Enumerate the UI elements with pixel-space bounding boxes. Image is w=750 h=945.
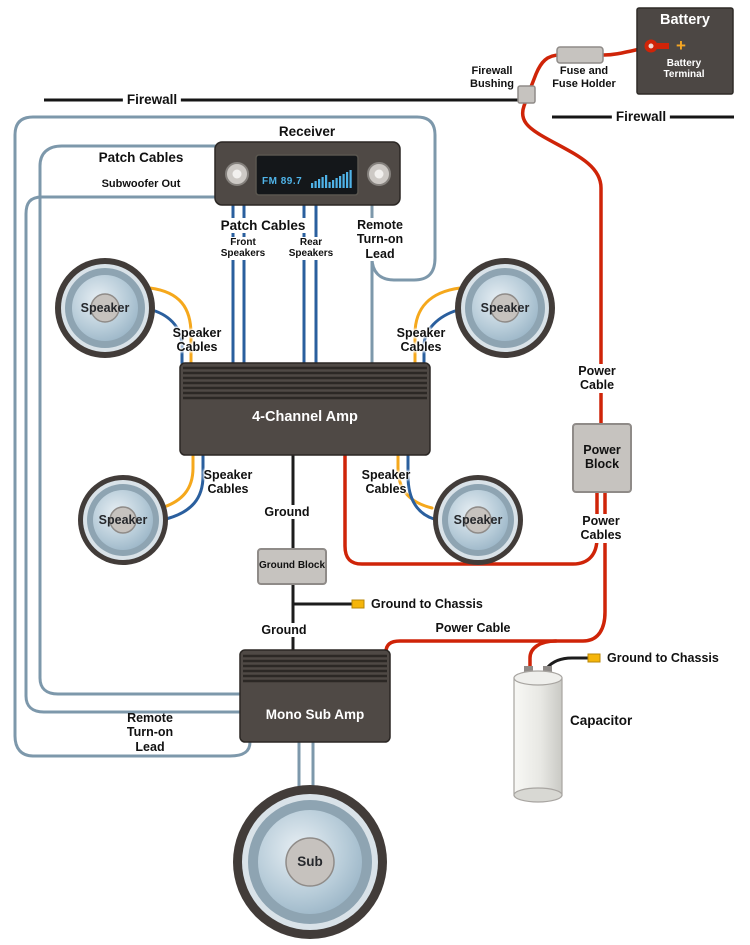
mono-sub-amp-label: Mono Sub Amp: [265, 707, 365, 722]
ground-label-top: Ground: [260, 505, 314, 520]
chassis-terminal-1: [351, 599, 365, 609]
receiver-unit: [214, 141, 401, 206]
speaker-top-left: [55, 258, 155, 358]
battery-plus-sign: +: [676, 36, 686, 55]
sub-label: Sub: [297, 854, 323, 869]
display-equalizer-bars: [311, 170, 352, 188]
patch-cables-main-label: Patch Cables: [216, 218, 310, 234]
firewall-bushing: [517, 85, 536, 104]
amp-heatsink-fins: [183, 366, 427, 400]
ground-block: [257, 548, 327, 585]
power-cable-wires: [343, 44, 653, 670]
remote-turn-on-lead-bottom-label: Remote Turn-on Lead: [126, 711, 174, 754]
amp-heatsink-fins: [243, 654, 387, 683]
speaker-top-right: [455, 258, 555, 358]
ground-wires: [291, 453, 590, 670]
firewall-right-label: Firewall: [611, 109, 671, 125]
power-block: [572, 423, 632, 493]
chassis-terminal-2: [587, 653, 601, 663]
speaker-bottom-left: [78, 475, 168, 565]
mono-sub-amp: [239, 649, 391, 743]
remote-turn-on-lead-top-label: Remote Turn-on Lead: [352, 218, 408, 261]
capacitor-cylinder: [513, 666, 563, 803]
fuse-holder-label: Fuse and Fuse Holder: [552, 65, 616, 90]
speaker-label-top-right: Speaker: [480, 301, 530, 315]
speaker-wires-yellow: [148, 286, 462, 510]
ground-block-label: Ground Block: [258, 560, 326, 571]
subwoofer-out-label: Subwoofer Out: [101, 178, 181, 190]
four-channel-amp: [179, 362, 431, 456]
ground-label-bottom: Ground: [257, 623, 311, 638]
firewall-bushing-label: Firewall Bushing: [470, 65, 514, 90]
speaker-wires-blue: [150, 308, 460, 521]
patch-cables-sub-label: Patch Cables: [98, 150, 184, 165]
speaker-label-bottom-left: Speaker: [98, 513, 148, 527]
battery-label: Battery: [660, 12, 710, 28]
fuse-holder: [556, 46, 604, 64]
subwoofer-patch-cable-wire: [24, 144, 242, 714]
speaker-cables-label-bl: Speaker Cables: [203, 468, 253, 497]
speaker-bottom-right: [433, 475, 523, 565]
speaker-label-bottom-right: Speaker: [453, 513, 503, 527]
ground-to-chassis-label-1: Ground to Chassis: [371, 597, 483, 611]
battery-terminal-label: Battery Terminal: [663, 58, 705, 81]
speaker-cables-label-tl: Speaker Cables: [172, 326, 222, 355]
power-cable-label: Power Cable: [574, 364, 620, 393]
capacitor-label: Capacitor: [570, 713, 633, 728]
rear-speakers-label: Rear Speakers: [284, 237, 338, 260]
ground-to-chassis-label-2: Ground to Chassis: [607, 651, 719, 665]
four-channel-amp-label: 4-Channel Amp: [252, 409, 358, 425]
power-cable-bottom-label: Power Cable: [435, 621, 511, 635]
power-cables-label: Power Cables: [576, 514, 626, 543]
battery-box: [636, 7, 734, 95]
front-speakers-label: Front Speakers: [216, 237, 270, 260]
power-block-label: Power Block: [583, 443, 621, 472]
firewall-left-label: Firewall: [122, 92, 182, 108]
speaker-cables-label-br: Speaker Cables: [361, 468, 411, 497]
receiver-display-text: FM 89.7: [262, 176, 303, 187]
speaker-label-top-left: Speaker: [80, 301, 130, 315]
subwoofer: [233, 785, 387, 939]
receiver-label: Receiver: [278, 124, 336, 139]
speaker-cables-label-tr: Speaker Cables: [396, 326, 446, 355]
sub-speaker-wires: [297, 742, 315, 792]
